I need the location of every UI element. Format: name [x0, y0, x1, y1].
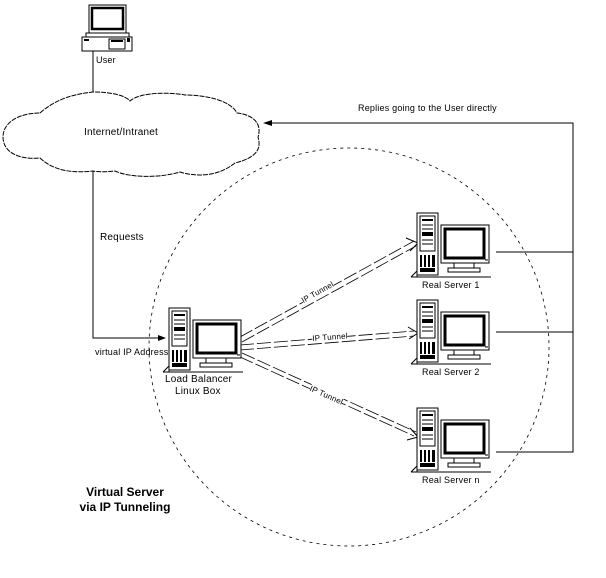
internet-label: Internet/Intranet — [84, 127, 159, 138]
requests-label: Requests — [100, 232, 144, 243]
load-balancer-label-1: Load Balancer — [165, 374, 233, 385]
real-server-1-icon — [409, 211, 493, 279]
requests-arrowhead — [158, 335, 166, 341]
real-server-n-label: Real Server n — [422, 475, 480, 485]
real-server-2-icon — [409, 298, 493, 366]
requests-line — [92, 171, 160, 339]
replies-line — [270, 122, 574, 453]
title-line-2: via IP Tunneling — [79, 500, 171, 514]
replies-arrowhead — [263, 120, 272, 126]
real-server-2-label: Real Server 2 — [422, 367, 480, 377]
title-line-1: Virtual Server — [86, 485, 164, 499]
replies-label: Replies going to the User directly — [358, 103, 497, 113]
real-server-n-icon — [409, 406, 493, 474]
user-label: User — [96, 55, 116, 65]
user-computer-icon — [81, 4, 133, 52]
real-server-1-label: Real Server 1 — [422, 280, 480, 290]
load-balancer-icon — [161, 306, 245, 374]
diagram-title: Virtual Server via IP Tunneling — [65, 485, 185, 515]
virtual-server-boundary — [148, 147, 550, 547]
virtual-ip-label: virtual IP Address — [95, 347, 169, 357]
load-balancer-label-2: Linux Box — [175, 386, 221, 397]
internet-cloud-icon — [2, 91, 260, 177]
